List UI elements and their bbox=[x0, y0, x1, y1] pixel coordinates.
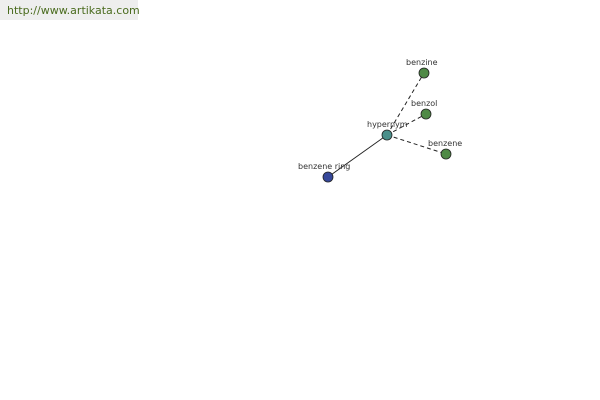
url-banner: http://www.artikata.com bbox=[0, 0, 140, 20]
edge-hypernym-benzine bbox=[386, 72, 425, 136]
node-label-benzol[interactable]: benzol bbox=[411, 99, 437, 108]
node-label-hypernym[interactable]: hypernym bbox=[367, 120, 408, 129]
edges-layer bbox=[327, 72, 447, 178]
edge-benzene-ring-hypernym bbox=[327, 134, 388, 178]
labels-layer: benzene ring hypernym benzine benzol benzene bbox=[298, 58, 462, 171]
node-label-benzine[interactable]: benzine bbox=[406, 58, 438, 67]
node-label-benzene-ring[interactable]: benzene ring bbox=[298, 162, 350, 171]
nodes-layer bbox=[322, 67, 452, 183]
node-benzene-ring[interactable] bbox=[322, 171, 334, 183]
url-link[interactable]: http://www.artikata.com bbox=[7, 4, 140, 17]
edge-hypernym-benzene bbox=[386, 134, 447, 155]
node-benzene[interactable] bbox=[440, 148, 452, 160]
node-benzol[interactable] bbox=[420, 108, 432, 120]
node-benzine[interactable] bbox=[418, 67, 430, 79]
node-label-benzene[interactable]: benzene bbox=[428, 139, 462, 148]
node-hypernym[interactable] bbox=[381, 129, 393, 141]
edge-hypernym-benzol bbox=[386, 113, 427, 136]
